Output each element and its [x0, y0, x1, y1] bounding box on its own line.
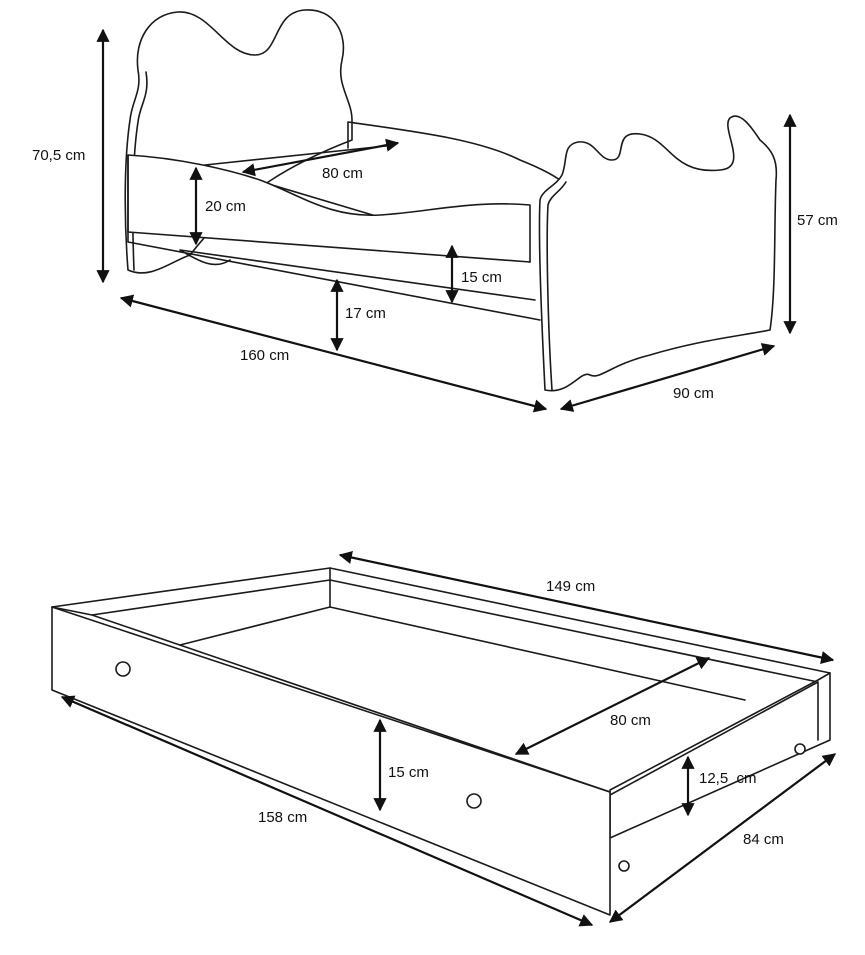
drawer-inner-width-arrow: [514, 657, 711, 755]
drawer-front-panel: [51, 606, 611, 916]
bed-clearance-label: 17 cm: [345, 305, 386, 322]
drawer-inner-length-arrow: [338, 551, 835, 664]
drawer-side-height-label: 12,5 cm: [699, 770, 757, 787]
drawer-handle-hole-left: [115, 661, 131, 677]
bed-footboard: [538, 115, 778, 392]
drawer-front-height-label: 15 cm: [388, 764, 429, 781]
bed-mattress-width-label: 80 cm: [322, 165, 363, 182]
bed-width-arrow: [559, 343, 776, 412]
drawer-caster-rear: [794, 743, 806, 755]
drawer-labels: 149 cm 80 cm 15 cm 12,5 cm 158 cm 84 cm: [258, 578, 784, 848]
bed-labels: 70,5 cm 80 cm 20 cm 15 cm 17 cm 160 cm 5…: [32, 147, 838, 402]
drawer-handle-hole-right: [466, 793, 482, 809]
bed-front-rail: [127, 154, 531, 263]
drawer-caster-front: [618, 860, 630, 872]
bed-mattress-width-arrow: [241, 138, 400, 177]
bed-height-label: 70,5 cm: [32, 147, 85, 164]
bed-footboard-height-label: 57 cm: [797, 212, 838, 229]
bed-drawing: [124, 9, 778, 392]
bed-lower-rail: [127, 231, 541, 321]
bed-length-label: 160 cm: [240, 347, 289, 364]
drawer-drawing: [51, 567, 831, 916]
bed-dimension-arrows: [96, 28, 797, 413]
bed-length-arrow: [119, 294, 548, 413]
drawer-length-label: 158 cm: [258, 809, 307, 826]
drawer-length-arrow: [60, 695, 594, 927]
drawer-inner-length-label: 149 cm: [546, 578, 595, 595]
drawer-width-arrow: [608, 753, 837, 923]
bed-side-gap-label: 15 cm: [461, 269, 502, 286]
bed-width-label: 90 cm: [673, 385, 714, 402]
bed-footboard-edge: [546, 181, 567, 391]
drawer-width-label: 84 cm: [743, 831, 784, 848]
drawer-dimension-arrows: [60, 551, 837, 927]
bed-side-height-label: 20 cm: [205, 198, 246, 215]
bed-back-rail: [347, 121, 566, 185]
drawer-right-side: [609, 672, 831, 839]
drawer-inner-width-label: 80 cm: [610, 712, 651, 729]
